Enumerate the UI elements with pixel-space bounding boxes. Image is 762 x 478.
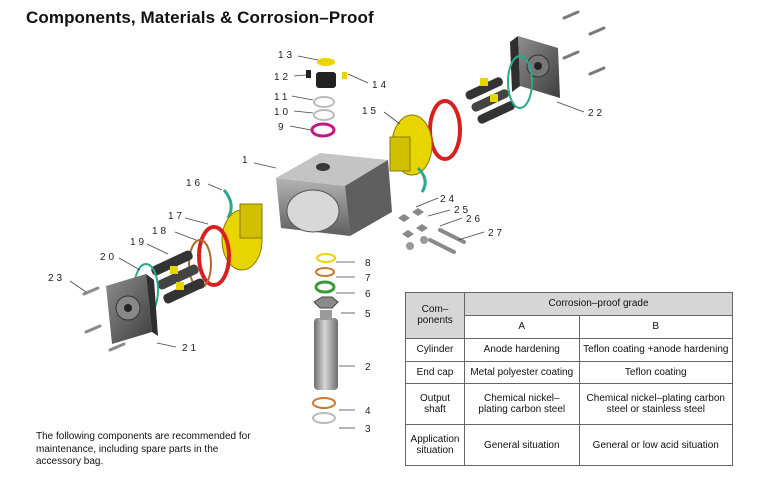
callout-1: 1 [242,155,251,166]
table-row: Application situation General situation … [405,424,734,466]
callout-11: 11 [274,92,290,103]
callout-25: 25 [454,205,471,216]
callout-12: 12 [274,72,291,83]
row-component: Cylinder [405,337,465,362]
cylinder-body [276,153,392,236]
callout-21: 21 [182,343,199,354]
callout-26: 26 [466,214,483,225]
callout-10: 10 [274,107,291,118]
left-guide-band [222,189,233,219]
grade-header: Corrosion–proof grade [464,292,733,316]
right-guide-band [416,166,427,193]
corrosion-grade-table: Com– ponents Corrosion–proof grade A B C… [405,292,734,466]
left-cap-bolts [82,286,126,352]
row-grade-a: General situation [464,424,580,466]
callout-27: 27 [488,228,505,239]
grade-col-a: A [464,314,580,339]
left-oring [197,225,231,287]
row-grade-b: Teflon coating +anode hardening [578,337,734,362]
fasteners [398,208,466,254]
table-row: End cap Metal polyester coating Teflon c… [405,360,734,385]
callout-24: 24 [440,194,457,205]
top-stack [306,58,347,138]
callout-14: 14 [372,80,389,91]
page-title: Components, Materials & Corrosion–Proof [26,8,374,27]
callout-18: 18 [152,226,169,237]
callout-3: 3 [365,424,374,435]
callout-8: 8 [365,258,374,269]
leader-lines [69,55,585,429]
right-cap-bolts [562,10,606,76]
callout-6: 6 [365,289,374,300]
left-end-cap [106,274,158,344]
callout-5: 5 [365,309,374,320]
row-grade-b: Teflon coating [578,360,734,385]
left-spring-cartridges [151,250,205,304]
row-grade-a: Metal polyester coating [464,360,580,385]
components-header: Com– ponents [405,292,465,339]
maintenance-note: The following components are recommended… [36,431,251,467]
right-spring-cartridges [465,77,515,124]
callout-7: 7 [365,273,374,284]
callout-16: 16 [186,178,203,189]
callout-22: 22 [588,108,605,119]
row-component: End cap [405,360,465,385]
callout-9: 9 [278,122,287,133]
right-teal-seal [507,55,533,109]
table-row: Output shaft Chemical nickel– plating ca… [405,383,734,426]
callout-15: 15 [362,106,379,117]
callout-labels: 1 2 3 4 5 6 7 8 9 10 11 12 13 14 15 16 1… [48,50,605,435]
row-grade-a: Chemical nickel– plating carbon steel [464,383,580,426]
row-grade-a: Anode hardening [464,337,580,362]
callout-23: 23 [48,273,65,284]
left-piston [221,203,263,271]
row-grade-b: Chemical nickel–plating carbon steel or … [578,383,734,426]
bottom-stack [312,253,339,424]
callout-13: 13 [278,50,295,61]
right-oring [428,99,462,161]
right-end-cap [510,36,560,98]
callout-2: 2 [365,362,374,373]
callout-4: 4 [365,406,374,417]
callout-20: 20 [100,252,117,263]
right-piston [389,114,433,176]
grade-col-b: B [578,314,734,339]
table-row: Cylinder Anode hardening Teflon coating … [405,337,734,362]
row-grade-b: General or low acid situation [578,424,734,466]
row-component: Application situation [405,424,465,466]
row-component: Output shaft [405,383,465,426]
callout-17: 17 [168,211,185,222]
callout-19: 19 [130,237,147,248]
